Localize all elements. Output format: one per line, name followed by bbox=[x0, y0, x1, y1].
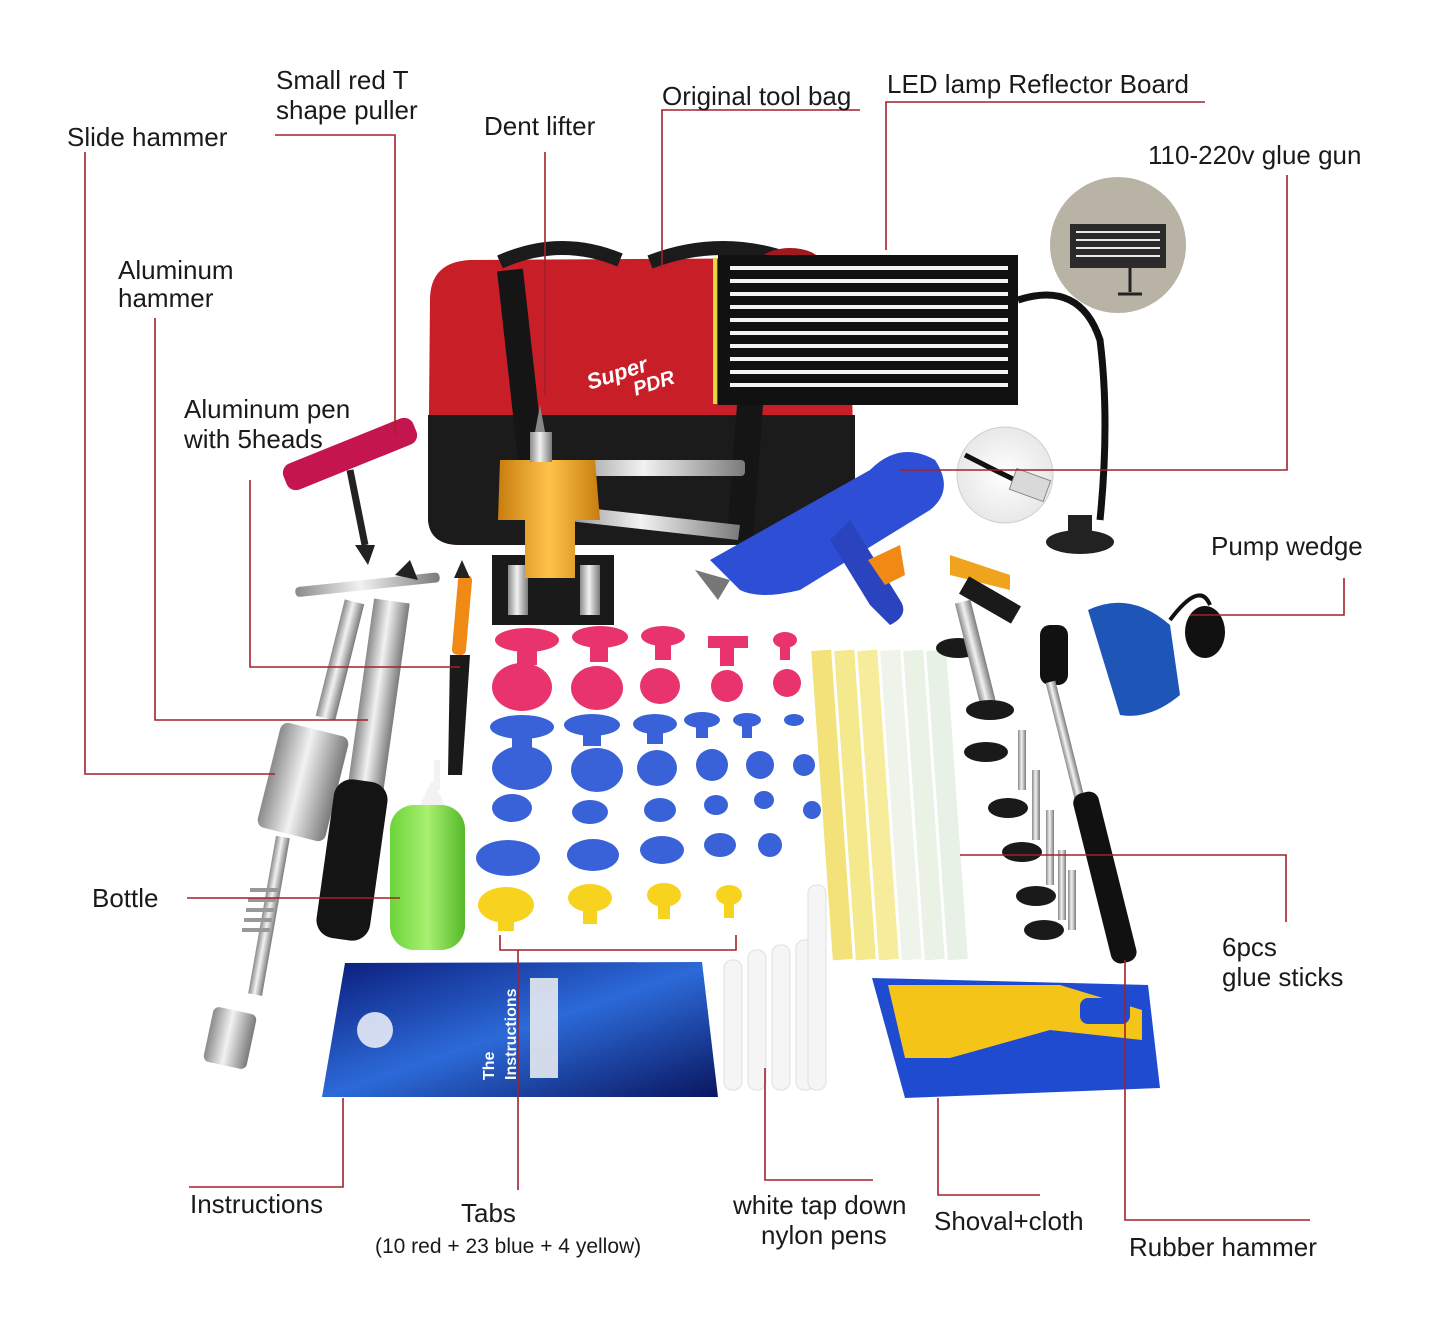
dent-lifter bbox=[492, 405, 745, 625]
label-glue-sticks-line1: 6pcs bbox=[1222, 932, 1277, 962]
rubber-hammer bbox=[1040, 625, 1137, 964]
label-glue-sticks-line2: glue sticks bbox=[1222, 962, 1344, 992]
instructions-booklet: The Instructions bbox=[322, 962, 718, 1097]
label-bottle: Bottle bbox=[92, 883, 159, 913]
glue-sticks bbox=[811, 649, 968, 961]
label-glue-gun: 110-220v glue gun bbox=[1148, 140, 1362, 170]
label-led-board: LED lamp Reflector Board bbox=[887, 69, 1190, 99]
label-pump-wedge: Pump wedge bbox=[1211, 531, 1363, 561]
label-dent-lifter: Dent lifter bbox=[484, 111, 596, 141]
usb-inset bbox=[956, 426, 1054, 524]
svg-text:The: The bbox=[481, 1051, 498, 1080]
label-aluminum-hammer-line1: Aluminum bbox=[118, 255, 234, 285]
glue-remover-bottle bbox=[390, 760, 465, 950]
small-red-t-puller bbox=[282, 417, 418, 565]
pump-wedge bbox=[1088, 593, 1225, 716]
label-nylon-pens-line2: nylon pens bbox=[761, 1220, 887, 1250]
label-tabs: Tabs bbox=[461, 1198, 516, 1228]
label-aluminum-pen-line2: with 5heads bbox=[184, 424, 323, 454]
label-aluminum-hammer-line2: hammer bbox=[118, 283, 214, 313]
label-nylon-pens-line1: white tap down bbox=[733, 1190, 907, 1220]
bridge-puller bbox=[936, 576, 1076, 940]
label-rubber-hammer: Rubber hammer bbox=[1129, 1232, 1317, 1262]
red-tabs bbox=[492, 626, 801, 711]
label-shovel-cloth: Shoval+cloth bbox=[934, 1206, 1084, 1236]
label-tabs-detail: (10 red + 23 blue + 4 yellow) bbox=[375, 1235, 642, 1258]
aluminum-pen bbox=[448, 560, 473, 775]
shovel-and-cloth bbox=[872, 978, 1160, 1098]
leader-lines bbox=[84, 101, 1345, 1221]
led-reflector-board bbox=[713, 255, 1114, 554]
label-small-red-t-line1: Small red T bbox=[276, 65, 409, 95]
yellow-tabs bbox=[478, 883, 742, 931]
label-small-red-t-line2: shape puller bbox=[276, 95, 418, 125]
label-aluminum-pen-line1: Aluminum pen bbox=[184, 394, 351, 424]
svg-text:Instructions: Instructions bbox=[503, 988, 520, 1080]
slide-hammer bbox=[203, 572, 440, 1069]
nylon-tap-down-pens bbox=[723, 884, 827, 1091]
lamp-inset-photo bbox=[1050, 177, 1186, 313]
label-instructions: Instructions bbox=[190, 1189, 323, 1219]
label-tool-bag: Original tool bag bbox=[662, 81, 852, 111]
glue-gun bbox=[695, 452, 1010, 625]
blue-tabs bbox=[476, 712, 821, 876]
aluminum-hammer bbox=[316, 560, 418, 941]
label-slide-hammer: Slide hammer bbox=[67, 122, 228, 152]
